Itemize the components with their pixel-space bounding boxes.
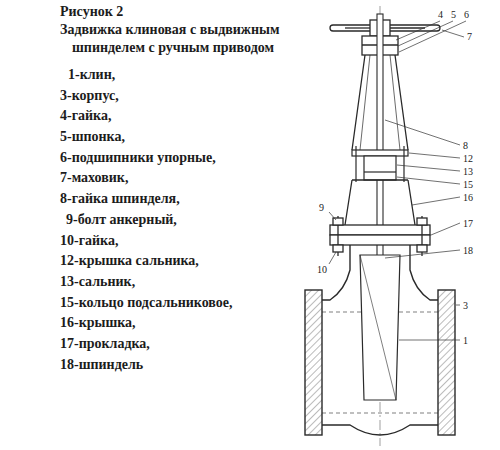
callout-number: 5	[450, 9, 457, 20]
spindle	[377, 14, 383, 260]
part-name: 12-крышка сальника,	[60, 252, 199, 270]
leader-lines	[329, 21, 466, 340]
figure-title: Рисунок 2	[60, 3, 123, 21]
leader-lines	[329, 212, 336, 220]
callout-number: 17	[462, 218, 474, 229]
leader-lines	[385, 250, 460, 258]
gland	[352, 146, 408, 182]
part-name: 7-маховик,	[60, 169, 128, 187]
part-name: 9-болт анкерный,	[66, 211, 177, 229]
part-name: 5-шпонка,	[60, 128, 125, 146]
bonnet	[345, 180, 415, 225]
bonnet	[330, 235, 430, 245]
leader-lines	[399, 340, 460, 341]
bonnet	[333, 218, 343, 225]
gland	[364, 156, 396, 180]
part-name: 4-гайка,	[60, 107, 111, 125]
leader-lines	[456, 305, 460, 306]
part-name: 15-кольцо подсальниковое,	[60, 294, 233, 312]
gland	[352, 150, 408, 156]
bonnet	[417, 218, 427, 225]
part-name: 17-прокладка,	[60, 335, 150, 353]
leader-lines	[397, 165, 460, 171]
part-name: 6-подшипники упорные,	[60, 149, 216, 167]
wedge	[360, 255, 396, 400]
handwheel	[345, 27, 370, 28]
valve-body	[305, 290, 322, 435]
part-name: 13-сальник,	[60, 273, 135, 291]
callout-number: 3	[462, 300, 469, 311]
part-name: 16-крышка,	[60, 314, 136, 332]
callout-number: 16	[462, 192, 474, 203]
callout-number: 1	[462, 335, 469, 346]
part-name: 3-корпус,	[60, 87, 119, 105]
part-name: 8-гайка шпинделя,	[60, 190, 180, 208]
part-name: 1-клин,	[68, 66, 115, 84]
bonnet	[330, 180, 430, 256]
bonnet	[330, 225, 430, 235]
bonnet	[333, 245, 343, 252]
bonnet	[417, 245, 427, 252]
leader-lines	[409, 153, 460, 158]
leader-lines	[399, 21, 466, 52]
callout-number: 9	[318, 202, 325, 213]
callout-number: 4	[437, 9, 444, 20]
leader-lines	[385, 120, 460, 145]
leader-lines	[329, 252, 336, 264]
callout-number: 15	[462, 179, 474, 190]
callout-number: 8	[462, 140, 469, 151]
callout-number: 6	[463, 9, 470, 20]
gland	[355, 146, 356, 182]
spindle	[377, 14, 383, 260]
part-name: 18-шпиндель	[60, 356, 143, 374]
leader-lines	[398, 21, 453, 46]
callout-number: 12	[462, 153, 474, 164]
wedge	[360, 255, 400, 400]
callout-number: 18	[462, 245, 474, 256]
leader-lines	[431, 223, 460, 235]
gland	[403, 146, 404, 182]
wedge	[360, 255, 400, 400]
callout-number: 13	[462, 166, 474, 177]
handwheel	[390, 27, 425, 28]
part-name: 10-гайка,	[60, 232, 118, 250]
gland	[364, 171, 396, 172]
leader-lines	[397, 177, 460, 184]
leader-lines	[442, 30, 464, 37]
figure-caption: Задвижка клиновая с выдвижным шпинделем …	[60, 21, 322, 57]
callout-number: 7	[466, 31, 473, 42]
valve-body	[438, 290, 455, 435]
callout-number: 10	[316, 264, 328, 275]
leader-lines	[412, 197, 460, 205]
